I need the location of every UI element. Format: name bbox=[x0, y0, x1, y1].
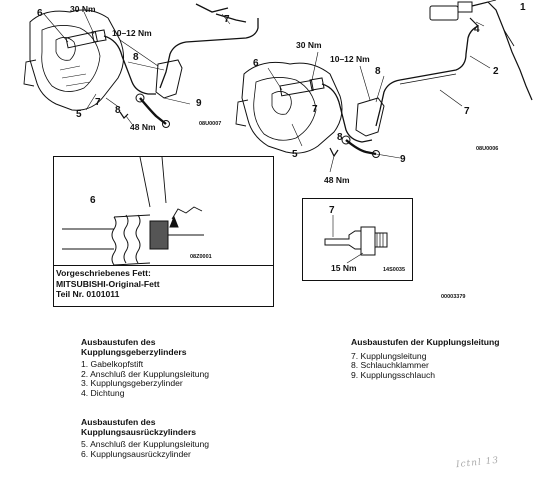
list-item: 8. Schlauchklammer bbox=[351, 360, 429, 371]
grease-note-line1: Vorgeschriebenes Fett: bbox=[56, 268, 151, 278]
grease-note-line2: MITSUBISHI-Original-Fett bbox=[56, 278, 160, 289]
grease-note: Vorgeschriebenes Fett: MITSUBISHI-Origin… bbox=[56, 268, 160, 300]
torque-15-fitting: 15 Nm bbox=[331, 263, 357, 273]
torque-10-12-left: 10–12 Nm bbox=[112, 28, 152, 38]
left-transmission-housing bbox=[23, 9, 124, 111]
callout-7-left: 7 bbox=[95, 97, 101, 108]
callout-9-right: 9 bbox=[400, 154, 406, 165]
code-page: 00003379 bbox=[441, 294, 465, 300]
right-transmission-housing bbox=[235, 61, 343, 154]
callout-8-right: 8 bbox=[375, 66, 381, 77]
section-master-list: 1. Gabelkopfstift 2. Anschluß der Kupplu… bbox=[81, 360, 209, 398]
list-item: 7. Kupplungsleitung bbox=[351, 350, 427, 361]
list-item: 4. Dichtung bbox=[81, 387, 125, 398]
list-item: 2. Anschluß der Kupplungsleitung bbox=[81, 368, 210, 379]
left-bracket-hose bbox=[119, 59, 183, 128]
fitting-inset-drawing: 7 15 Nm 14S0035 bbox=[324, 205, 405, 273]
code-right-view: 08U0006 bbox=[476, 146, 498, 152]
callout-5-right: 5 bbox=[292, 149, 298, 160]
section-line-title: Ausbaustufen der Kupplungsleitung bbox=[351, 337, 500, 347]
callout-6-left: 6 bbox=[37, 8, 43, 19]
section-slave-cylinder: Ausbaustufen des Kupplungsausrückzylinde… bbox=[81, 417, 209, 459]
callout-5-left: 5 bbox=[76, 109, 82, 120]
list-item: 5. Anschluß der Kupplungsleitung bbox=[81, 439, 210, 450]
callout-8-right-lower: 8 bbox=[337, 132, 343, 143]
section-slave-title-1: Ausbaustufen des bbox=[81, 417, 156, 427]
callout-9-left: 9 bbox=[196, 98, 202, 109]
section-slave-list: 5. Anschluß der Kupplungsleitung 6. Kupp… bbox=[81, 440, 209, 459]
callout-6-inset: 6 bbox=[90, 195, 96, 206]
grease-inset-box: 6 08Z0001 bbox=[53, 156, 274, 307]
section-master-cylinder: Ausbaustufen des Kupplungsgeberzylinders… bbox=[81, 337, 209, 399]
grease-divider bbox=[54, 265, 273, 266]
left-slave-cylinder bbox=[65, 29, 107, 49]
grease-note-line3: Teil Nr. 0101011 bbox=[56, 289, 120, 299]
callout-8-left-lower: 8 bbox=[115, 105, 121, 116]
torque-48-right: 48 Nm bbox=[324, 175, 350, 185]
callout-4-right: 4 bbox=[474, 24, 480, 35]
section-master-title-1: Ausbaustufen des bbox=[81, 337, 156, 347]
list-item: 1. Gabelkopfstift bbox=[81, 359, 144, 370]
code-left-view: 08U0007 bbox=[199, 121, 221, 127]
callout-1-right: 1 bbox=[520, 2, 526, 13]
grease-inset-drawing: 6 08Z0001 bbox=[62, 157, 212, 265]
callout-7-right-inner: 7 bbox=[312, 104, 318, 115]
code-fitting-inset: 14S0035 bbox=[383, 267, 405, 273]
right-slave-cylinder bbox=[279, 77, 325, 97]
right-bracket-hose bbox=[329, 97, 385, 158]
torque-30-right: 30 Nm bbox=[296, 40, 322, 50]
leader-lines bbox=[43, 11, 491, 173]
callout-7-left-top: 7 bbox=[224, 14, 230, 25]
torque-30-left: 30 Nm bbox=[70, 4, 96, 14]
section-line-list: 7. Kupplungsleitung 8. Schlauchklammer 9… bbox=[351, 350, 499, 381]
torque-10-12-right: 10–12 Nm bbox=[330, 54, 370, 64]
left-clutch-line bbox=[103, 3, 259, 95]
callout-7-fitting: 7 bbox=[329, 205, 335, 216]
master-cylinder-pedal bbox=[429, 0, 533, 101]
code-grease-inset: 08Z0001 bbox=[190, 254, 212, 260]
section-master-title-2: Kupplungsgeberzylinders bbox=[81, 346, 187, 357]
section-clutch-line: Ausbaustufen der Kupplungsleitung 7. Kup… bbox=[351, 337, 500, 381]
callout-6-right: 6 bbox=[253, 58, 259, 69]
fitting-inset-box: 7 15 Nm 14S0035 bbox=[302, 198, 413, 281]
list-item: 3. Kupplungsgeberzylinder bbox=[81, 378, 183, 389]
callout-8-left: 8 bbox=[133, 52, 139, 63]
callout-2-right: 2 bbox=[493, 66, 499, 77]
right-clutch-line bbox=[321, 25, 479, 143]
list-item: 6. Kupplungsausrückzylinder bbox=[81, 448, 191, 459]
callout-7-right: 7 bbox=[464, 106, 470, 117]
list-item: 9. Kupplungsschlauch bbox=[351, 369, 436, 380]
section-slave-title-2: Kupplungsausrückzylinders bbox=[81, 426, 197, 437]
torque-48-left: 48 Nm bbox=[130, 122, 156, 132]
